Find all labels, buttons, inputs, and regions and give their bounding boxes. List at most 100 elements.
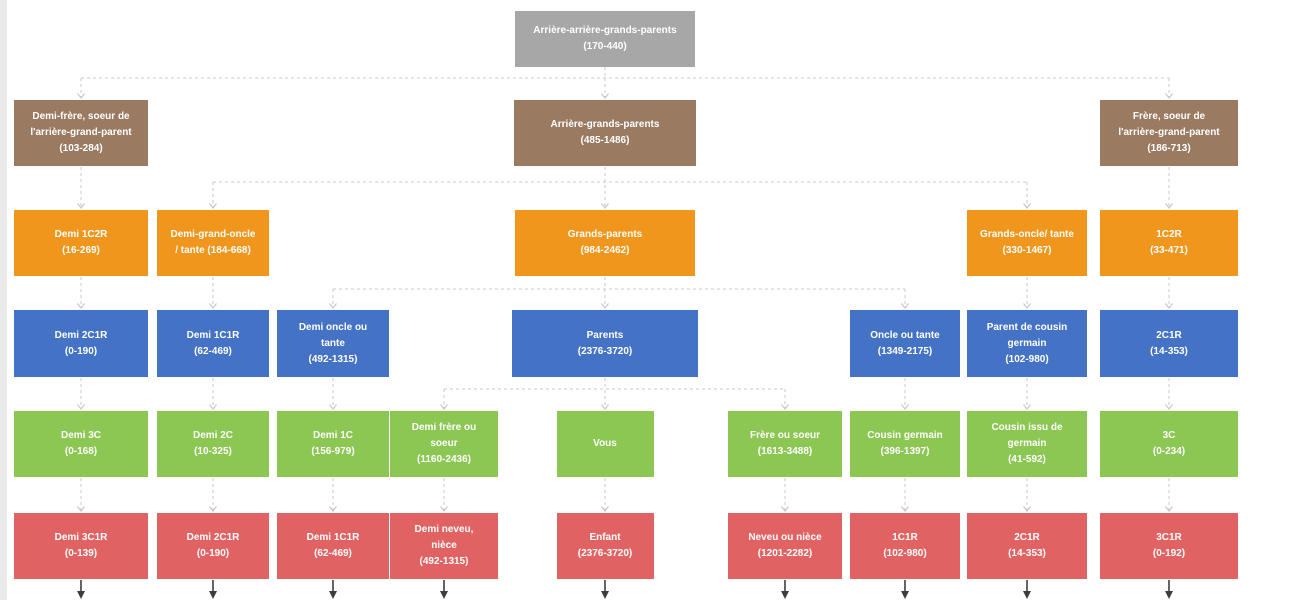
node-label: nièce [431,540,457,551]
node-range: (492-1315) [419,556,469,567]
node-label: Parent de cousin [986,321,1068,333]
node-label: Arrière-grands-parents [550,119,660,130]
node-range: (102-980) [883,548,927,559]
node-oncle-ou-tante: Oncle ou tante(1349-2175) [850,310,960,377]
node-demi-grand-oncle-tante: Demi-grand-oncle / tante (184-668) [157,210,269,276]
node-label: Demi-frère, soeur de [32,111,130,122]
solid-arrowhead-icon [781,591,789,599]
dashed-arrowhead-icon [781,506,789,512]
node-label: 1C1R [892,532,918,543]
node-demi-1c1r-red: Demi 1C1R(62-469) [277,513,389,579]
dashed-arrowhead-icon [209,506,217,512]
node-grands-parents: Grands-parents(984-2462) [515,210,695,276]
dashed-arrowhead-icon [440,506,448,512]
node-label: Demi 1C [312,430,353,441]
dashed-arrowhead-icon [1165,506,1173,512]
node-label: Vous [593,438,617,449]
node-label: Enfant [589,532,621,543]
dashed-arrowhead-icon [440,404,448,410]
node-range: (485-1486) [580,135,630,146]
node-label: 3C1R [1156,532,1182,543]
dashed-arrowhead-icon [329,303,337,309]
node-range: (103-284) [59,143,103,154]
solid-arrowhead-icon [209,591,217,599]
dashed-arrowhead-icon [329,404,337,410]
node-label: Demi 2C1R [186,532,240,543]
node-demi-frere-soeur-arriere-grand-parent: Demi-frère, soeur de l'arrière-grand-pare… [14,100,148,166]
node-range: (0-139) [64,548,98,559]
dashed-arrowhead-icon [901,303,909,309]
node-range: (156-979) [311,446,355,457]
node-label: 3C [1162,430,1176,441]
node-label: germain [1007,438,1047,449]
node-label: Demi 1C1R [186,329,240,341]
node-3c: 3C(0-234) [1100,411,1238,477]
node-range: (186-713) [1147,143,1191,154]
node-2c1r-red: 2C1R (14-353) [967,513,1087,579]
node-range: (0-190) [196,548,230,559]
node-demi-2c1r-red: Demi 2C1R (0-190) [157,513,269,579]
node-label: Grands-parents [567,229,643,240]
node-cousin-germain: Cousin germain(396-1397) [850,411,960,477]
node-demi-neveu-niece: Demi neveu, nièce (492-1315) [390,513,498,579]
node-arriere-arriere-grands-parents: Arrière-arrière-grands-parents (170-440) [515,11,695,67]
node-demi-1c2r: Demi 1C2R (16-269) [14,210,148,276]
node-range: (2376-3720) [577,345,633,357]
node-vous: Vous [556,411,654,477]
node-enfant: Enfant (2376-3720) [556,513,654,579]
node-range: (62-469) [314,548,352,559]
dashed-arrowhead-icon [781,404,789,410]
node-range: (1160-2436) [417,454,471,465]
node-range: (0-190) [64,345,98,357]
dashed-arrowhead-icon [901,506,909,512]
node-range: (170-440) [583,41,627,52]
node-label: Demi-grand-oncle [170,229,256,240]
node-label: Neveu ou nièce [748,532,822,543]
node-label: Demi neveu, [414,524,474,535]
node-range: (2376-3720) [577,548,633,559]
dashed-arrowhead-icon [1165,303,1173,309]
node-range: (1201-2282) [757,548,813,559]
node-label: Demi 1C2R [54,229,108,240]
node-label: 2C1R [1014,532,1040,543]
node-label: Cousin issu de [991,422,1063,433]
node-range: / tante (184-668) [175,245,251,256]
node-cousin-issu-de-germain: Cousin issu de germain (41-592) [967,411,1087,477]
node-1c1r: 1C1R (102-980) [850,513,960,579]
solid-arrowhead-icon [1023,591,1031,599]
node-label: 2C1R [1156,329,1182,341]
node-range: (14-353) [1150,345,1188,357]
node-range: (41-592) [1008,454,1046,465]
node-range: (0-168) [64,446,98,457]
node-label: soeur [430,438,458,449]
solid-arrowhead-icon [77,591,85,599]
node-arriere-grands-parents: Arrière-grands-parents (485-1486) [514,100,696,166]
solid-arrowhead-icon [1165,591,1173,599]
solid-arrowhead-icon [601,591,609,599]
node-range: (1349-2175) [877,345,933,357]
node-label: 1C2R [1156,229,1182,240]
node-label: Demi oncle ou [298,321,368,333]
dashed-arrowhead-icon [1023,404,1031,410]
node-range: (0-192) [1152,548,1186,559]
node-range: (16-269) [62,245,100,256]
node-2c1r-blue: 2C1R (14-353) [1100,310,1238,377]
dashed-arrowhead-icon [329,506,337,512]
node-label: Cousin germain [867,430,943,441]
node-label: l'arrière-grand-parent [30,127,132,138]
dashed-arrowhead-icon [77,404,85,410]
node-label: Arrière-arrière-grands-parents [533,25,677,36]
node-range: (1613-3488) [757,446,813,457]
node-label: Grands-oncle/ tante [980,229,1074,240]
node-range: (14-353) [1008,548,1046,559]
node-range: (492-1315) [308,353,358,365]
node-range: (10-325) [194,446,232,457]
node-label: Demi 3C [60,430,101,441]
node-parents: Parents(2376-3720) [512,310,698,377]
dashed-arrowhead-icon [1023,203,1031,209]
dashed-arrowhead-icon [209,303,217,309]
